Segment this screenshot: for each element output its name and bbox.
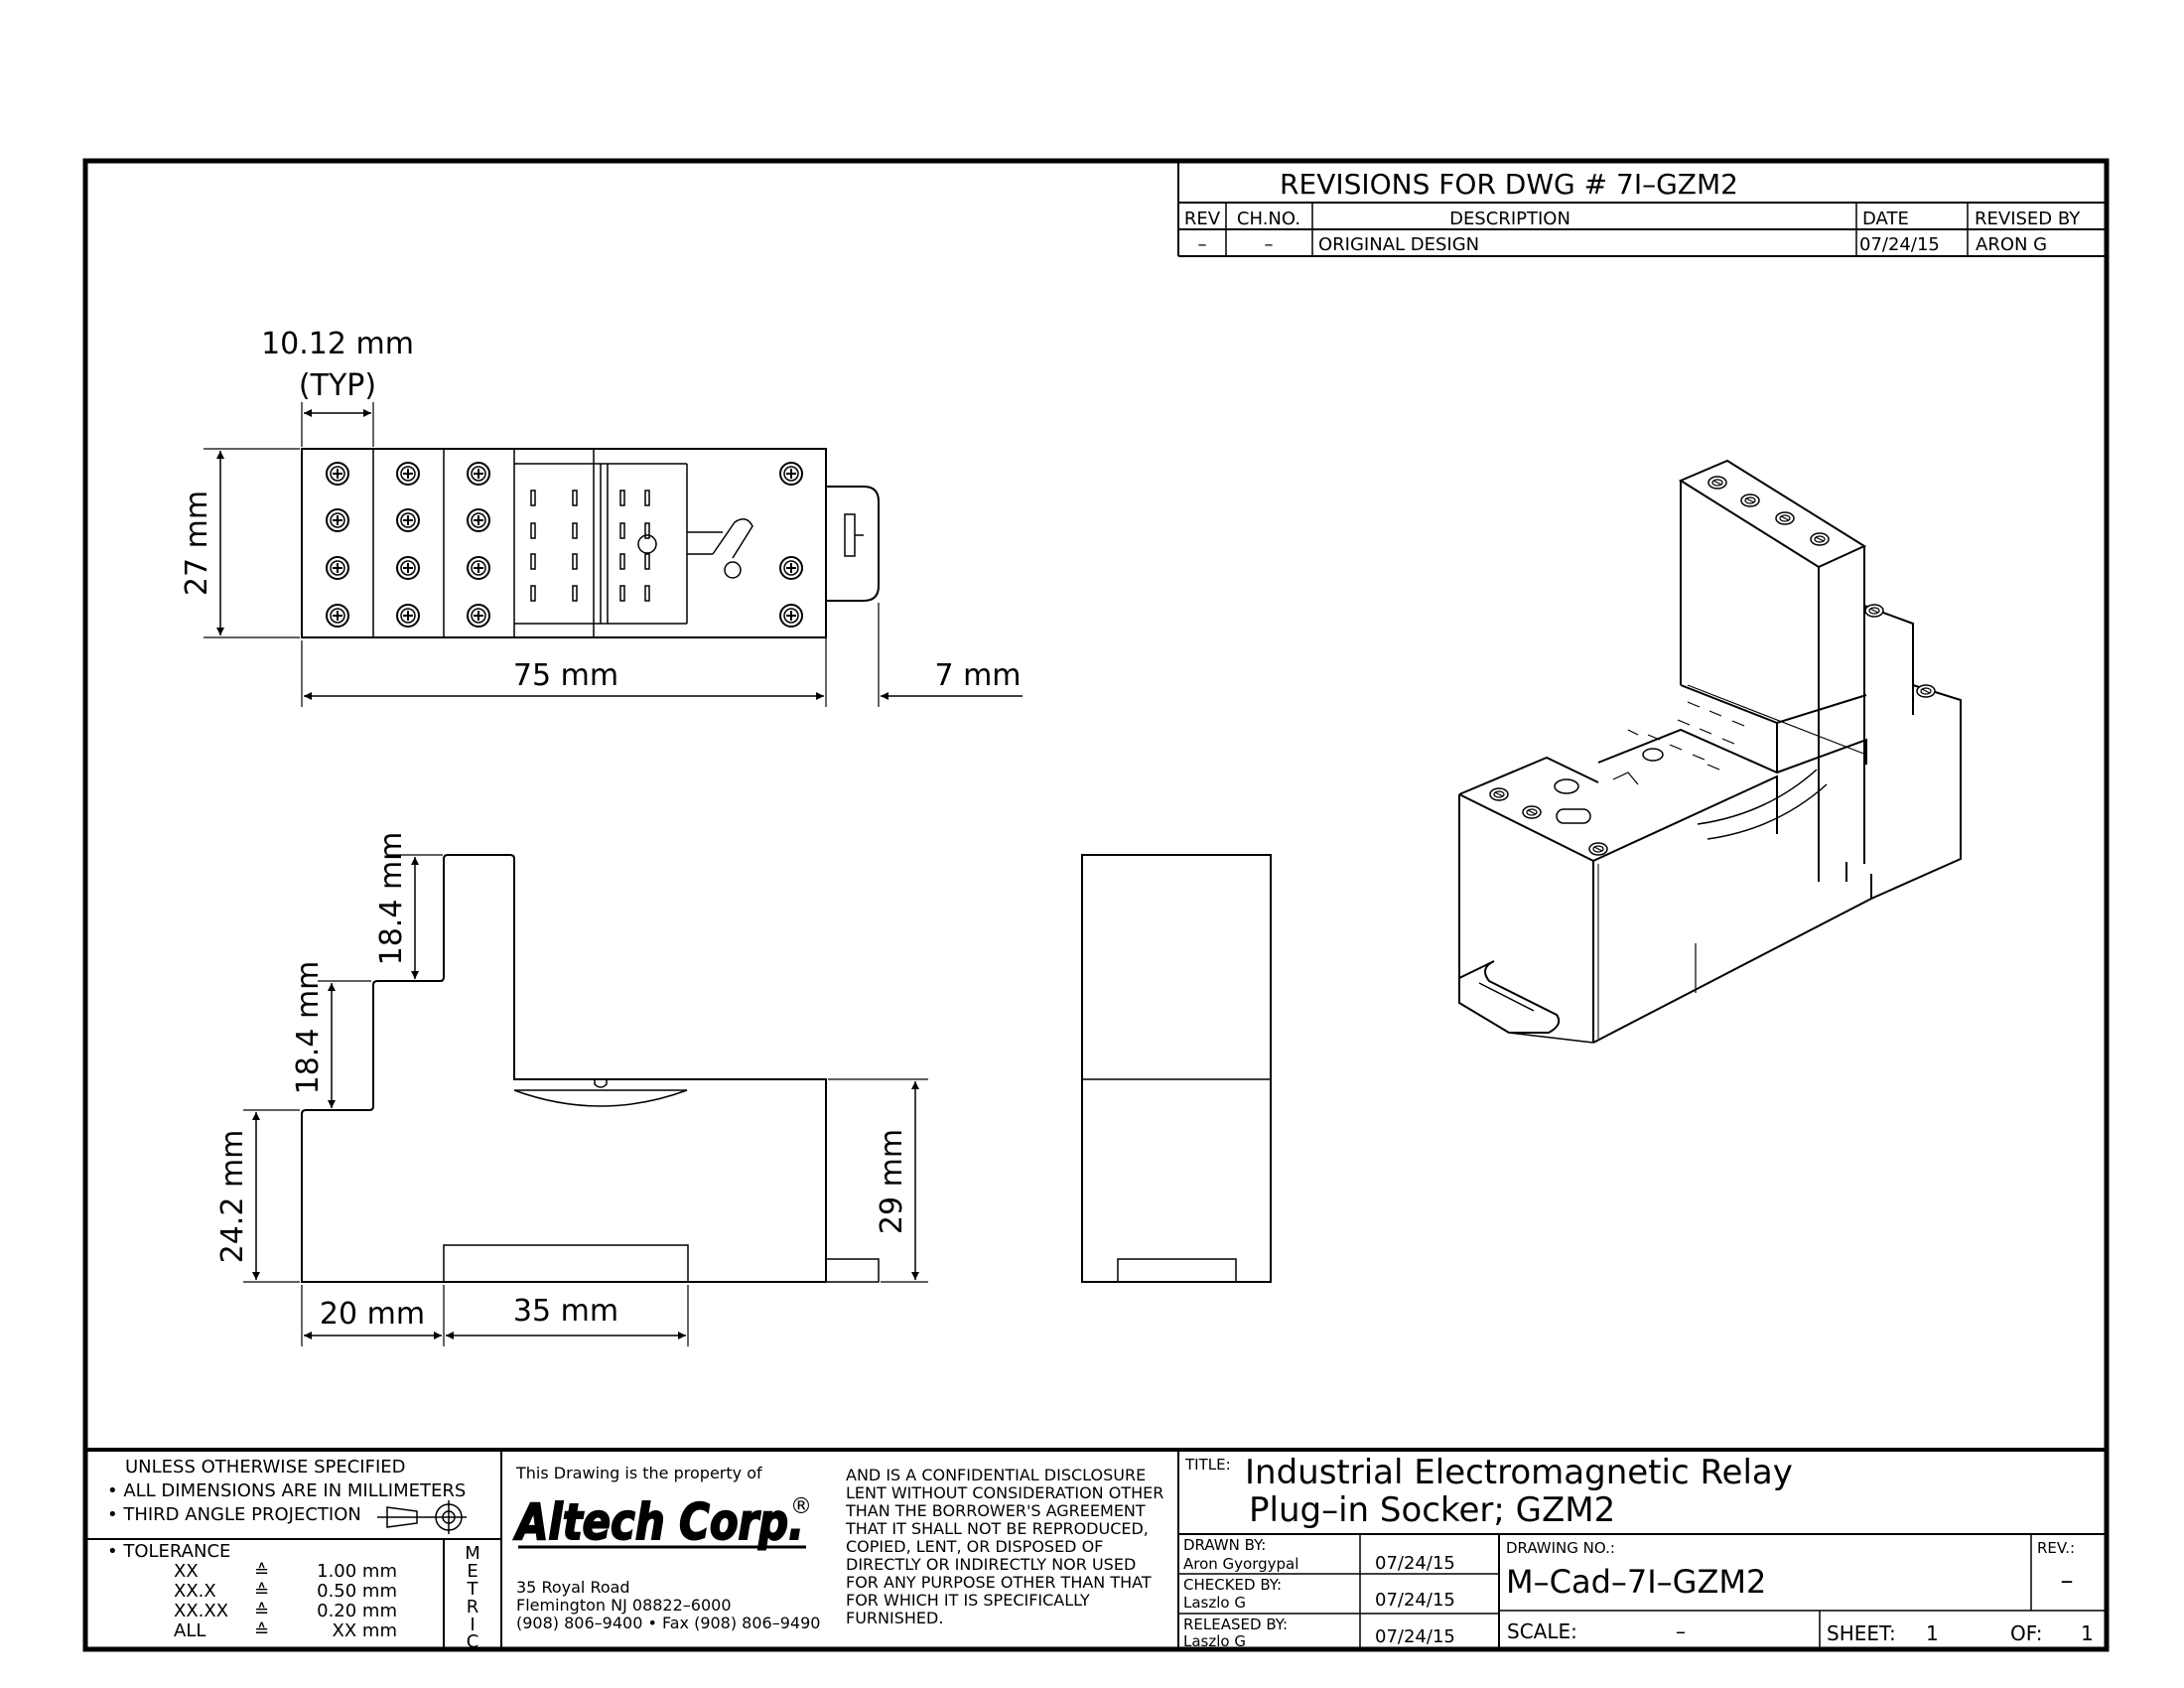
dim-clip-7: 7 mm — [934, 658, 1021, 693]
checked-by-label: CHECKED BY: — [1183, 1576, 1282, 1594]
checked-by-name: Laszlo G — [1183, 1594, 1246, 1612]
dim-length-75: 75 mm — [513, 658, 618, 693]
metric-letter-t: T — [467, 1579, 479, 1600]
rev-cell-revised-by: ARON G — [1976, 234, 2047, 255]
rev-value: – — [2061, 1566, 2074, 1596]
sheet-label: SHEET: — [1827, 1621, 1896, 1645]
rev-header-revised-by: REVISED BY — [1975, 209, 2081, 229]
dim-width-typ: 10.12 mm — [261, 327, 414, 361]
title-label: TITLE: — [1184, 1456, 1231, 1474]
scale-label: SCALE: — [1507, 1619, 1577, 1643]
end-view — [1081, 854, 1272, 1283]
tolerance-key-all: ALL — [174, 1620, 205, 1641]
notes-line-2: • ALL DIMENSIONS ARE IN MILLIMETERS — [107, 1480, 466, 1501]
notes-block: UNLESS OTHERWISE SPECIFIED • ALL DIMENSI… — [107, 1457, 480, 1652]
rev-header-description: DESCRIPTION — [1449, 209, 1570, 229]
dim-middle-35: 35 mm — [513, 1294, 618, 1329]
disclosure-line-7: FOR ANY PURPOSE OTHER THAN THAT — [846, 1573, 1152, 1592]
sheet-value: 1 — [1926, 1621, 1939, 1645]
drawing-title-line-2: Plug–in Socker; GZM2 — [1249, 1490, 1615, 1530]
metric-letter-r: R — [467, 1597, 479, 1618]
dim-height-27: 27 mm — [180, 491, 214, 596]
dim-left-20: 20 mm — [320, 1297, 425, 1332]
drawn-by-label: DRAWN BY: — [1183, 1536, 1266, 1554]
disclosure-line-9: FURNISHED. — [846, 1609, 943, 1627]
top-view — [301, 448, 880, 638]
disclosure-line-2: LENT WITHOUT CONSIDERATION OTHER — [846, 1483, 1163, 1502]
side-view-dimensions: 18.4 mm 18.4 mm 24.2 mm 29 mm 20 mm 35 m… — [215, 832, 928, 1346]
tolerance-title: • TOLERANCE — [107, 1541, 230, 1562]
notes-line-3: • THIRD ANGLE PROJECTION — [107, 1504, 361, 1525]
dim-base-24-2: 24.2 mm — [215, 1130, 250, 1264]
title-block-frame — [85, 1448, 2107, 1649]
metric-letter-i: I — [470, 1615, 475, 1635]
drawing-title-line-1: Industrial Electromagnetic Relay — [1245, 1453, 1793, 1492]
dim-right-29: 29 mm — [875, 1129, 909, 1234]
dim-step-lower: 18.4 mm — [291, 961, 326, 1095]
disclosure-line-8: FOR WHICH IT IS SPECIFICALLY — [846, 1591, 1090, 1610]
tolerance-key-xxxx: XX.XX — [174, 1601, 228, 1621]
isometric-view — [1458, 459, 1962, 1044]
rev-header-chno: CH.NO. — [1237, 209, 1300, 229]
rev-cell-rev: – — [1198, 234, 1207, 255]
rev-cell-date: 07/24/15 — [1859, 234, 1940, 255]
tolerance-val-all: XX mm — [333, 1620, 397, 1641]
rev-label: REV.: — [2037, 1539, 2075, 1557]
of-value: 1 — [2081, 1621, 2094, 1645]
drawn-by-date: 07/24/15 — [1375, 1553, 1455, 1574]
scale-value: – — [1676, 1619, 1686, 1643]
tolerance-key-xxx: XX.X — [174, 1581, 216, 1602]
disclosure-line-6: DIRECTLY OR INDIRECTLY NOR USED — [846, 1555, 1136, 1574]
isometric-screws — [1489, 476, 1936, 856]
released-by-name: Laszlo G — [1183, 1632, 1246, 1650]
rev-cell-chno: – — [1265, 234, 1274, 255]
revisions-table: REVISIONS FOR DWG # 7I–GZM2 REV CH.NO. D… — [1177, 161, 2107, 257]
company-phone: (908) 806–9400 • Fax (908) 806–9490 — [516, 1614, 820, 1632]
disclosure-line-3: THAN THE BORROWER'S AGREEMENT — [845, 1501, 1146, 1520]
released-by-label: RELEASED BY: — [1183, 1616, 1288, 1633]
disclosure-line-5: COPIED, LENT, OR DISPOSED OF — [846, 1537, 1103, 1556]
svg-text:≙: ≙ — [254, 1561, 269, 1582]
company-address-1: 35 Royal Road — [516, 1578, 630, 1597]
rev-header-rev: REV — [1184, 209, 1221, 229]
disclosure-line-4: THAT IT SHALL NOT BE REPRODUCED, — [845, 1519, 1149, 1538]
company-address-2: Flemington NJ 08822–6000 — [516, 1596, 732, 1615]
revisions-title: REVISIONS FOR DWG # 7I–GZM2 — [1280, 168, 1738, 201]
sheet-border — [82, 158, 2110, 1652]
metric-letter-e: E — [467, 1561, 478, 1582]
svg-text:≙: ≙ — [254, 1581, 269, 1602]
svg-text:≙: ≙ — [254, 1620, 269, 1641]
company-reg-mark: ® — [790, 1494, 812, 1519]
top-view-dimensions: 10.12 mm (TYP) 27 mm 75 mm 7 mm — [180, 327, 1023, 707]
third-angle-projection-icon — [377, 1500, 467, 1534]
title-block: TITLE: Industrial Electromagnetic Relay … — [1183, 1453, 2094, 1650]
tolerance-val-xx: 1.00 mm — [317, 1561, 397, 1582]
rev-cell-description: ORIGINAL DESIGN — [1318, 234, 1479, 255]
tolerance-val-xxxx: 0.20 mm — [317, 1601, 397, 1621]
tolerance-key-xx: XX — [174, 1561, 199, 1582]
dim-typ-label: (TYP) — [299, 368, 376, 403]
metric-letter-m: M — [465, 1543, 480, 1564]
company-block: This Drawing is the property of Altech C… — [512, 1464, 821, 1632]
released-by-date: 07/24/15 — [1375, 1626, 1455, 1647]
drawing-no-label: DRAWING NO.: — [1506, 1539, 1615, 1557]
dim-step-upper: 18.4 mm — [374, 832, 409, 966]
checked-by-date: 07/24/15 — [1375, 1590, 1455, 1611]
metric-letter-c: C — [467, 1631, 479, 1652]
of-label: OF: — [2010, 1621, 2042, 1645]
disclosure-block: AND IS A CONFIDENTIAL DISCLOSURE LENT WI… — [845, 1466, 1163, 1627]
disclosure-line-1: AND IS A CONFIDENTIAL DISCLOSURE — [846, 1466, 1146, 1484]
svg-text:≙: ≙ — [254, 1601, 269, 1621]
company-logo: Altech Corp. — [513, 1493, 804, 1551]
property-line: This Drawing is the property of — [515, 1464, 762, 1482]
drawn-by-name: Aron Gyorgypal — [1183, 1555, 1298, 1573]
tolerance-val-xxx: 0.50 mm — [317, 1581, 397, 1602]
notes-line-1: UNLESS OTHERWISE SPECIFIED — [125, 1457, 406, 1477]
rev-header-date: DATE — [1862, 209, 1909, 229]
drawing-no-value: M–Cad–7I–GZM2 — [1506, 1563, 1766, 1601]
